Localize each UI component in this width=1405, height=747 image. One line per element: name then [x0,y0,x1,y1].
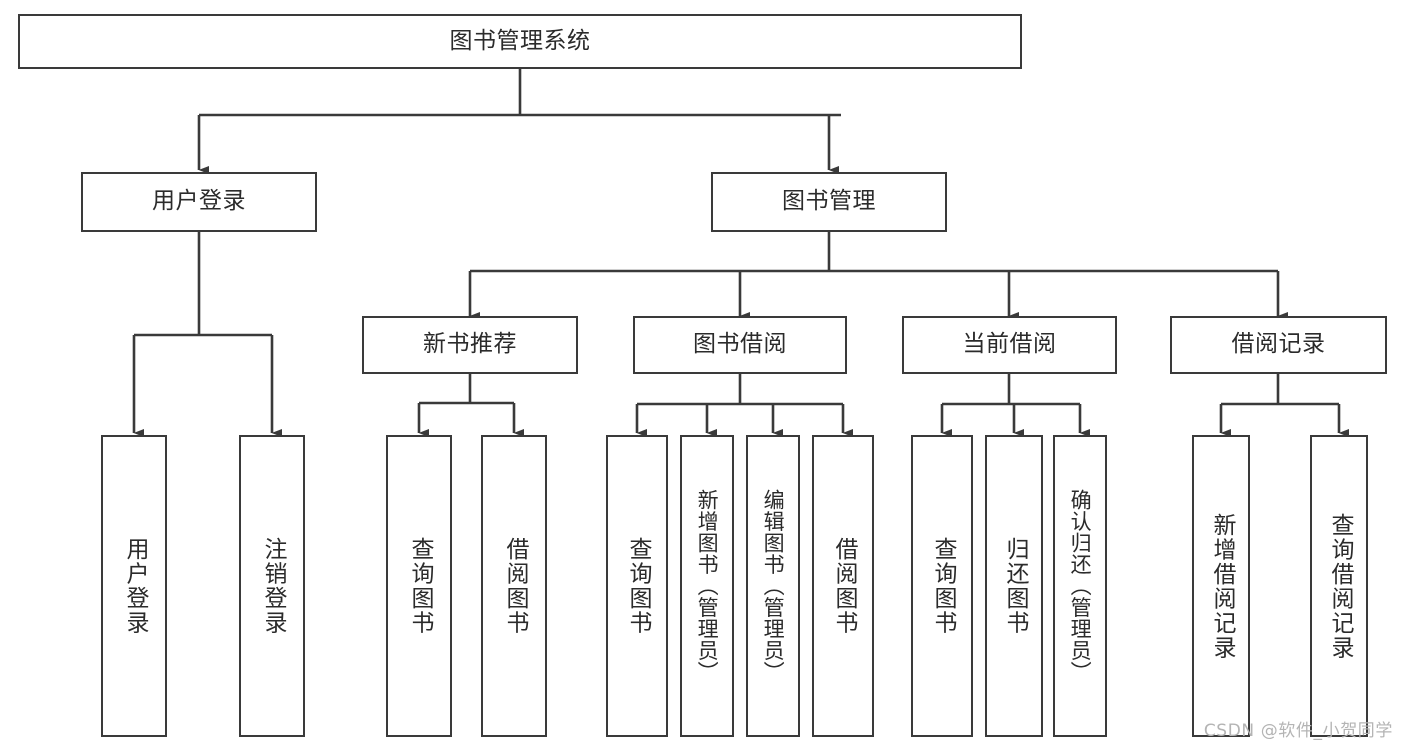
node-leaf-query-book-3[interactable]: 查询图书 [911,435,973,737]
node-leaf-logout[interactable]: 注销登录 [239,435,305,737]
node-leaf-edit-book-label: 编辑图书（管理员） [761,489,786,683]
node-leaf-borrow-book-2[interactable]: 借阅图书 [812,435,874,737]
node-user-login[interactable]: 用户登录 [81,172,317,232]
node-leaf-add-record-label: 新增借阅记录 [1208,512,1235,660]
node-user-login-label: 用户登录 [152,188,246,215]
node-leaf-query-record[interactable]: 查询借阅记录 [1310,435,1368,737]
node-root[interactable]: 图书管理系统 [18,14,1022,69]
node-leaf-return-book[interactable]: 归还图书 [985,435,1043,737]
node-current-borrow-label: 当前借阅 [962,331,1057,358]
node-leaf-borrow-book-2-label: 借阅图书 [830,537,857,635]
node-leaf-add-record[interactable]: 新增借阅记录 [1192,435,1250,737]
node-leaf-borrow-book-1[interactable]: 借阅图书 [481,435,547,737]
node-leaf-add-book[interactable]: 新增图书（管理员） [680,435,734,737]
node-leaf-user-login[interactable]: 用户登录 [101,435,167,737]
node-leaf-query-book-3-label: 查询图书 [929,537,956,635]
node-leaf-confirm-return-label: 确认归还（管理员） [1068,489,1093,683]
node-book-borrow-label: 图书借阅 [693,331,787,358]
node-new-book-rec-label: 新书推荐 [423,331,517,358]
node-book-manage[interactable]: 图书管理 [711,172,947,232]
node-new-book-rec[interactable]: 新书推荐 [362,316,578,374]
node-leaf-query-book-1[interactable]: 查询图书 [386,435,452,737]
node-leaf-user-login-label: 用户登录 [121,537,148,635]
node-leaf-borrow-book-1-label: 借阅图书 [501,537,528,635]
node-leaf-add-book-label: 新增图书（管理员） [695,489,720,683]
node-borrow-record-label: 借阅记录 [1231,331,1326,358]
node-leaf-query-book-1-label: 查询图书 [406,537,433,635]
node-borrow-record[interactable]: 借阅记录 [1170,316,1387,374]
node-leaf-query-book-2-label: 查询图书 [624,537,651,635]
node-leaf-confirm-return[interactable]: 确认归还（管理员） [1053,435,1107,737]
node-current-borrow[interactable]: 当前借阅 [902,316,1117,374]
csdn-watermark: CSDN @软件_小贺同学 [1203,721,1393,741]
node-leaf-query-book-2[interactable]: 查询图书 [606,435,668,737]
node-leaf-return-book-label: 归还图书 [1001,537,1028,635]
node-book-manage-label: 图书管理 [782,188,876,215]
node-root-label: 图书管理系统 [449,27,591,54]
node-leaf-logout-label: 注销登录 [259,537,286,635]
node-leaf-edit-book[interactable]: 编辑图书（管理员） [746,435,800,737]
node-book-borrow[interactable]: 图书借阅 [633,316,847,374]
node-leaf-query-record-label: 查询借阅记录 [1326,512,1353,660]
